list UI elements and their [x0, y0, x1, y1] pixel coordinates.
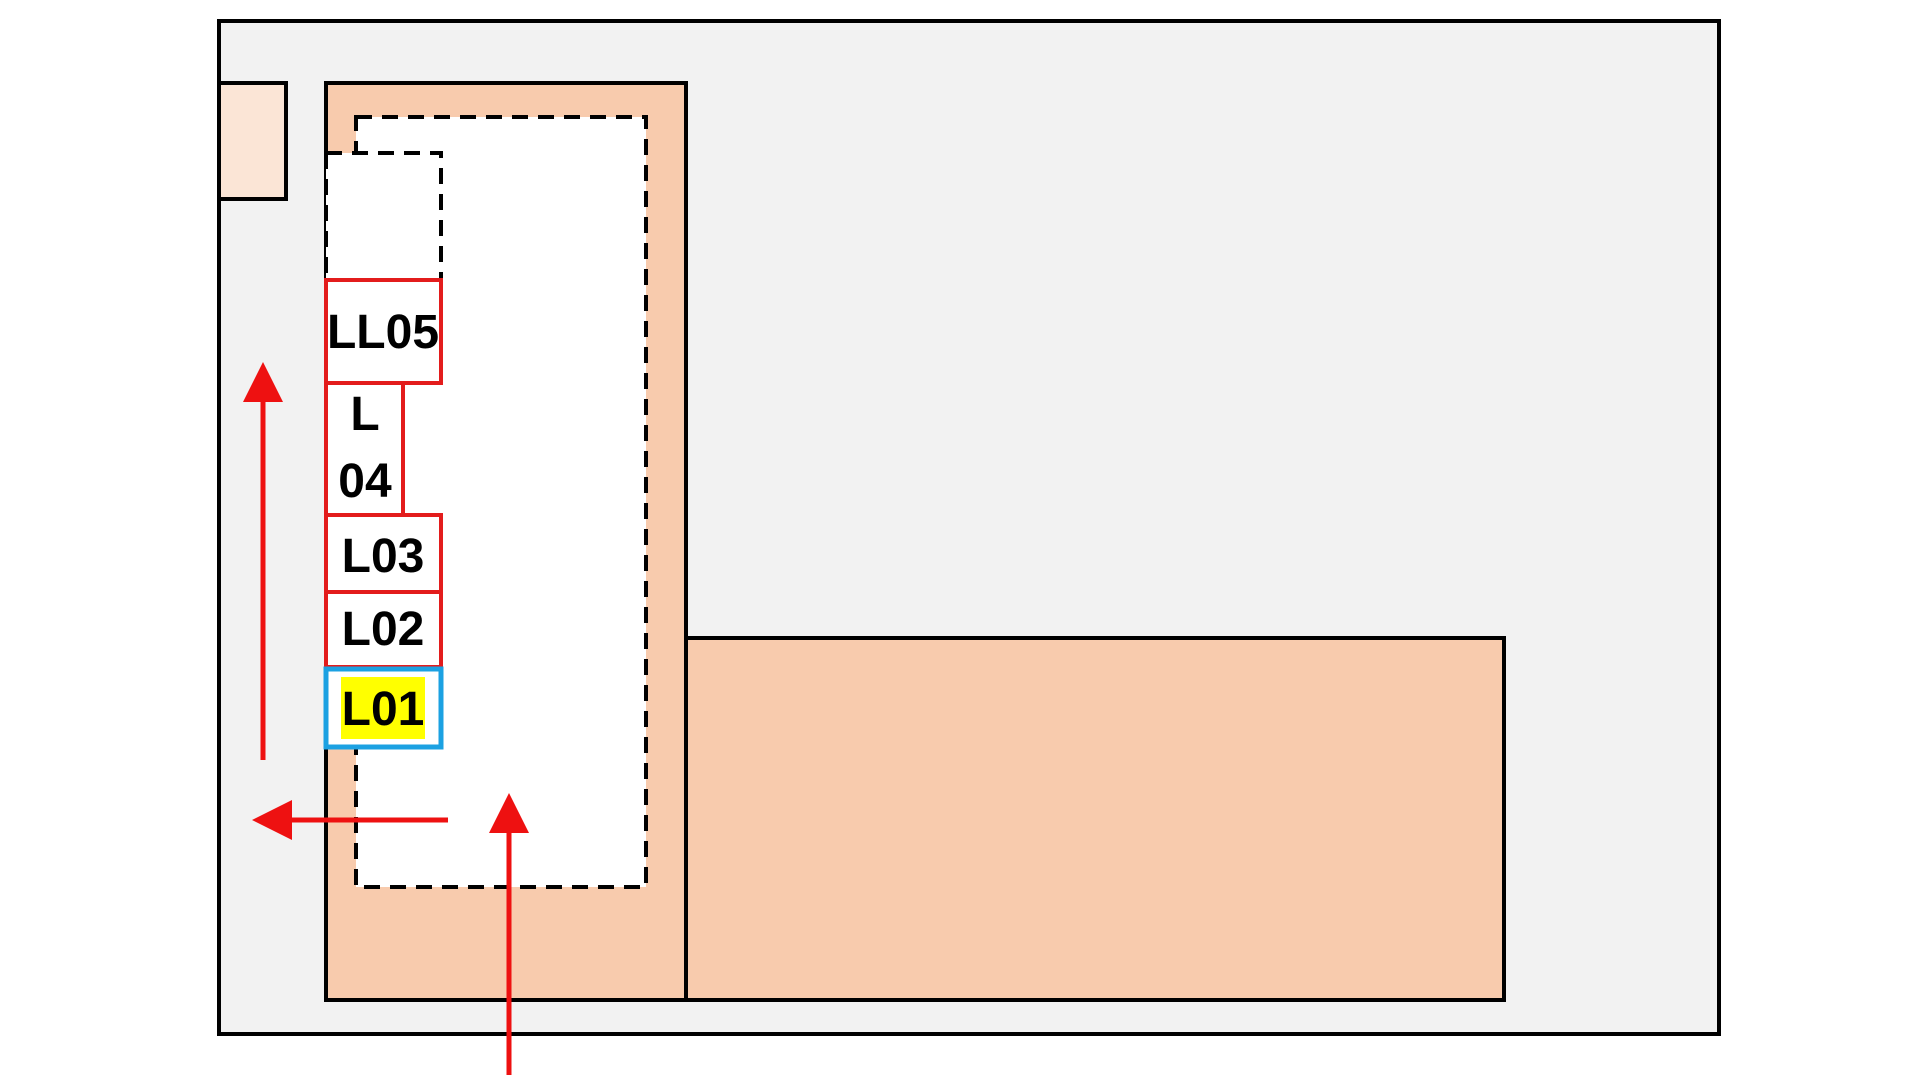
lot-ll05[interactable]: LL05 — [324, 278, 443, 385]
lot-l01-highlight — [341, 677, 425, 739]
dashed-area-small — [324, 151, 443, 282]
lot-l02[interactable]: L02 — [324, 590, 443, 669]
small-box — [217, 81, 288, 201]
lot-l04-label-line2: 04 — [338, 455, 392, 508]
lot-l04[interactable]: L 04 — [324, 381, 405, 517]
lot-l04-label-line1: L — [350, 388, 379, 441]
lot-l02-label: L02 — [342, 603, 425, 656]
lot-l03-label: L03 — [342, 530, 425, 583]
lot-l04-box — [324, 381, 405, 517]
lot-l01-label: L01 — [342, 683, 425, 736]
lot-l03-box — [324, 513, 443, 594]
lot-ll05-label: LL05 — [327, 306, 439, 359]
horizontal-zone — [684, 636, 1506, 1002]
lot-l01[interactable]: L01 — [323, 666, 444, 750]
lot-l03[interactable]: L03 — [324, 513, 443, 594]
